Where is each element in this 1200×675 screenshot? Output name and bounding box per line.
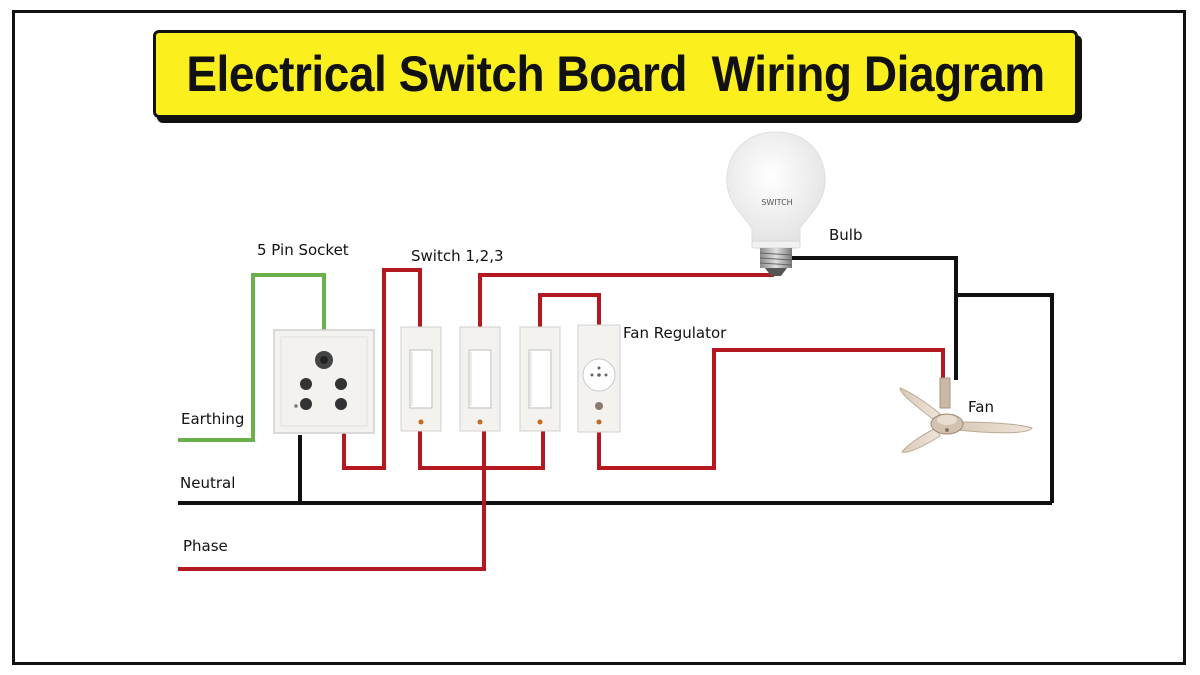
fan-regulator bbox=[577, 324, 621, 433]
bulb-label: Bulb bbox=[829, 226, 863, 244]
title-banner: Electrical Switch Board Wiring Diagram bbox=[153, 30, 1078, 118]
switch-1 bbox=[400, 326, 442, 432]
neutral-wire bbox=[178, 256, 1054, 505]
five-pin-socket bbox=[273, 329, 375, 434]
switch-2 bbox=[459, 326, 501, 432]
bulb-icon: SWITCH bbox=[726, 131, 826, 276]
fan-icon bbox=[899, 377, 1033, 453]
fan-regulator-label: Fan Regulator bbox=[623, 324, 727, 342]
switch-3 bbox=[519, 326, 561, 432]
phase-wire bbox=[178, 268, 945, 571]
phase-label: Phase bbox=[183, 537, 228, 555]
earth-wire bbox=[178, 273, 326, 442]
earthing-label: Earthing bbox=[181, 410, 244, 428]
diagram-title: Electrical Switch Board Wiring Diagram bbox=[186, 46, 1045, 102]
socket-label: 5 Pin Socket bbox=[257, 241, 349, 259]
switches-label: Switch 1,2,3 bbox=[411, 247, 504, 265]
neutral-label: Neutral bbox=[180, 474, 235, 492]
fan-label: Fan bbox=[968, 398, 994, 416]
bulb-brand: SWITCH bbox=[761, 198, 792, 207]
